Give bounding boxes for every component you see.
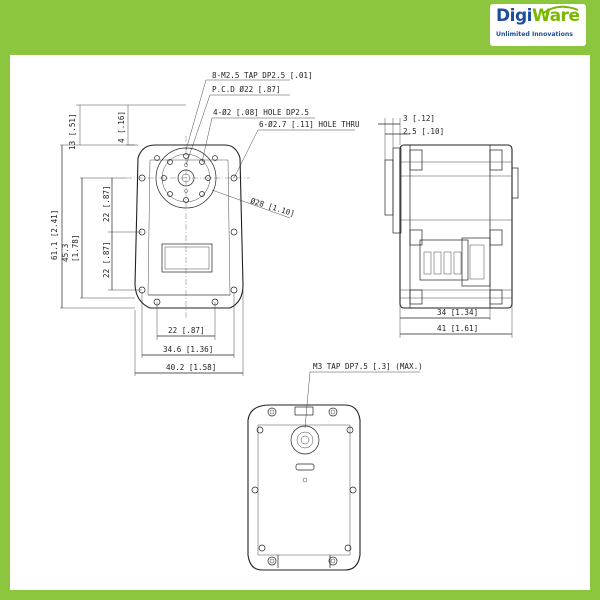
brand-name: DigiWare xyxy=(496,6,580,26)
side-connector xyxy=(419,239,469,281)
dim-4: 4 [.16] xyxy=(117,111,126,143)
dim-22-upper: 22 [.87] xyxy=(102,185,111,222)
front-view: 13 [.51] 4 [.16] 61.1 [2.41] 45.3 [1.78]… xyxy=(50,71,360,376)
note-tap: 8-M2.5 TAP DP2.5 [.01] xyxy=(212,71,313,80)
dim-34: 34 [1.34] xyxy=(437,308,478,317)
note-hole: 4-Ø2 [.08] HOLE DP2.5 xyxy=(213,108,309,117)
drawing-sheet xyxy=(10,55,590,590)
label-window xyxy=(161,243,213,273)
dim-41: 41 [1.61] xyxy=(437,324,478,333)
dim-45: 45.3 xyxy=(61,244,70,262)
dim-bottom-34: 34.6 [1.36] xyxy=(163,345,213,354)
rear-output-circle xyxy=(290,425,320,455)
swoosh-icon xyxy=(541,5,579,15)
brand-tagline: Unlimited Innovations xyxy=(496,31,573,38)
side-body-outline xyxy=(399,144,513,309)
dim-bottom-22: 22 [.87] xyxy=(168,326,205,335)
dim-61: 61.1 [2.41] xyxy=(50,210,59,260)
front-inner-outline xyxy=(147,159,231,296)
dim-45-inch: [1.78] xyxy=(71,235,80,262)
rear-view: M3 TAP DP7.5 [.3] (MAX.) xyxy=(247,362,423,571)
note-thru: 6-Ø2.7 [.11] HOLE THRU xyxy=(259,120,360,129)
note-dia: Ø28 [1.10] xyxy=(249,196,295,218)
note-rear-tap: M3 TAP DP7.5 [.3] (MAX.) xyxy=(313,362,423,371)
dim-bottom-40: 40.2 [1.58] xyxy=(166,363,216,372)
side-horn-flange xyxy=(384,159,394,216)
brand-logo: DigiWare Unlimited Innovations xyxy=(490,4,586,46)
rear-body-outline xyxy=(247,404,361,571)
dim-13: 13 [.51] xyxy=(68,113,77,150)
side-view: 3 [.12] 2.5 [.10] 34 [1.34] 41 [1.61] xyxy=(378,114,519,338)
dim-3: 3 [.12] xyxy=(403,114,435,123)
dim-2-5: 2.5 [.10] xyxy=(403,127,444,136)
dim-22-lower: 22 [.87] xyxy=(102,241,111,278)
front-body-outline xyxy=(134,144,244,309)
brand-name-part1: Digi xyxy=(496,6,532,26)
note-pcd: P.C.D Ø22 [.87] xyxy=(212,85,281,94)
brand-name-part2: Ware xyxy=(531,6,580,26)
